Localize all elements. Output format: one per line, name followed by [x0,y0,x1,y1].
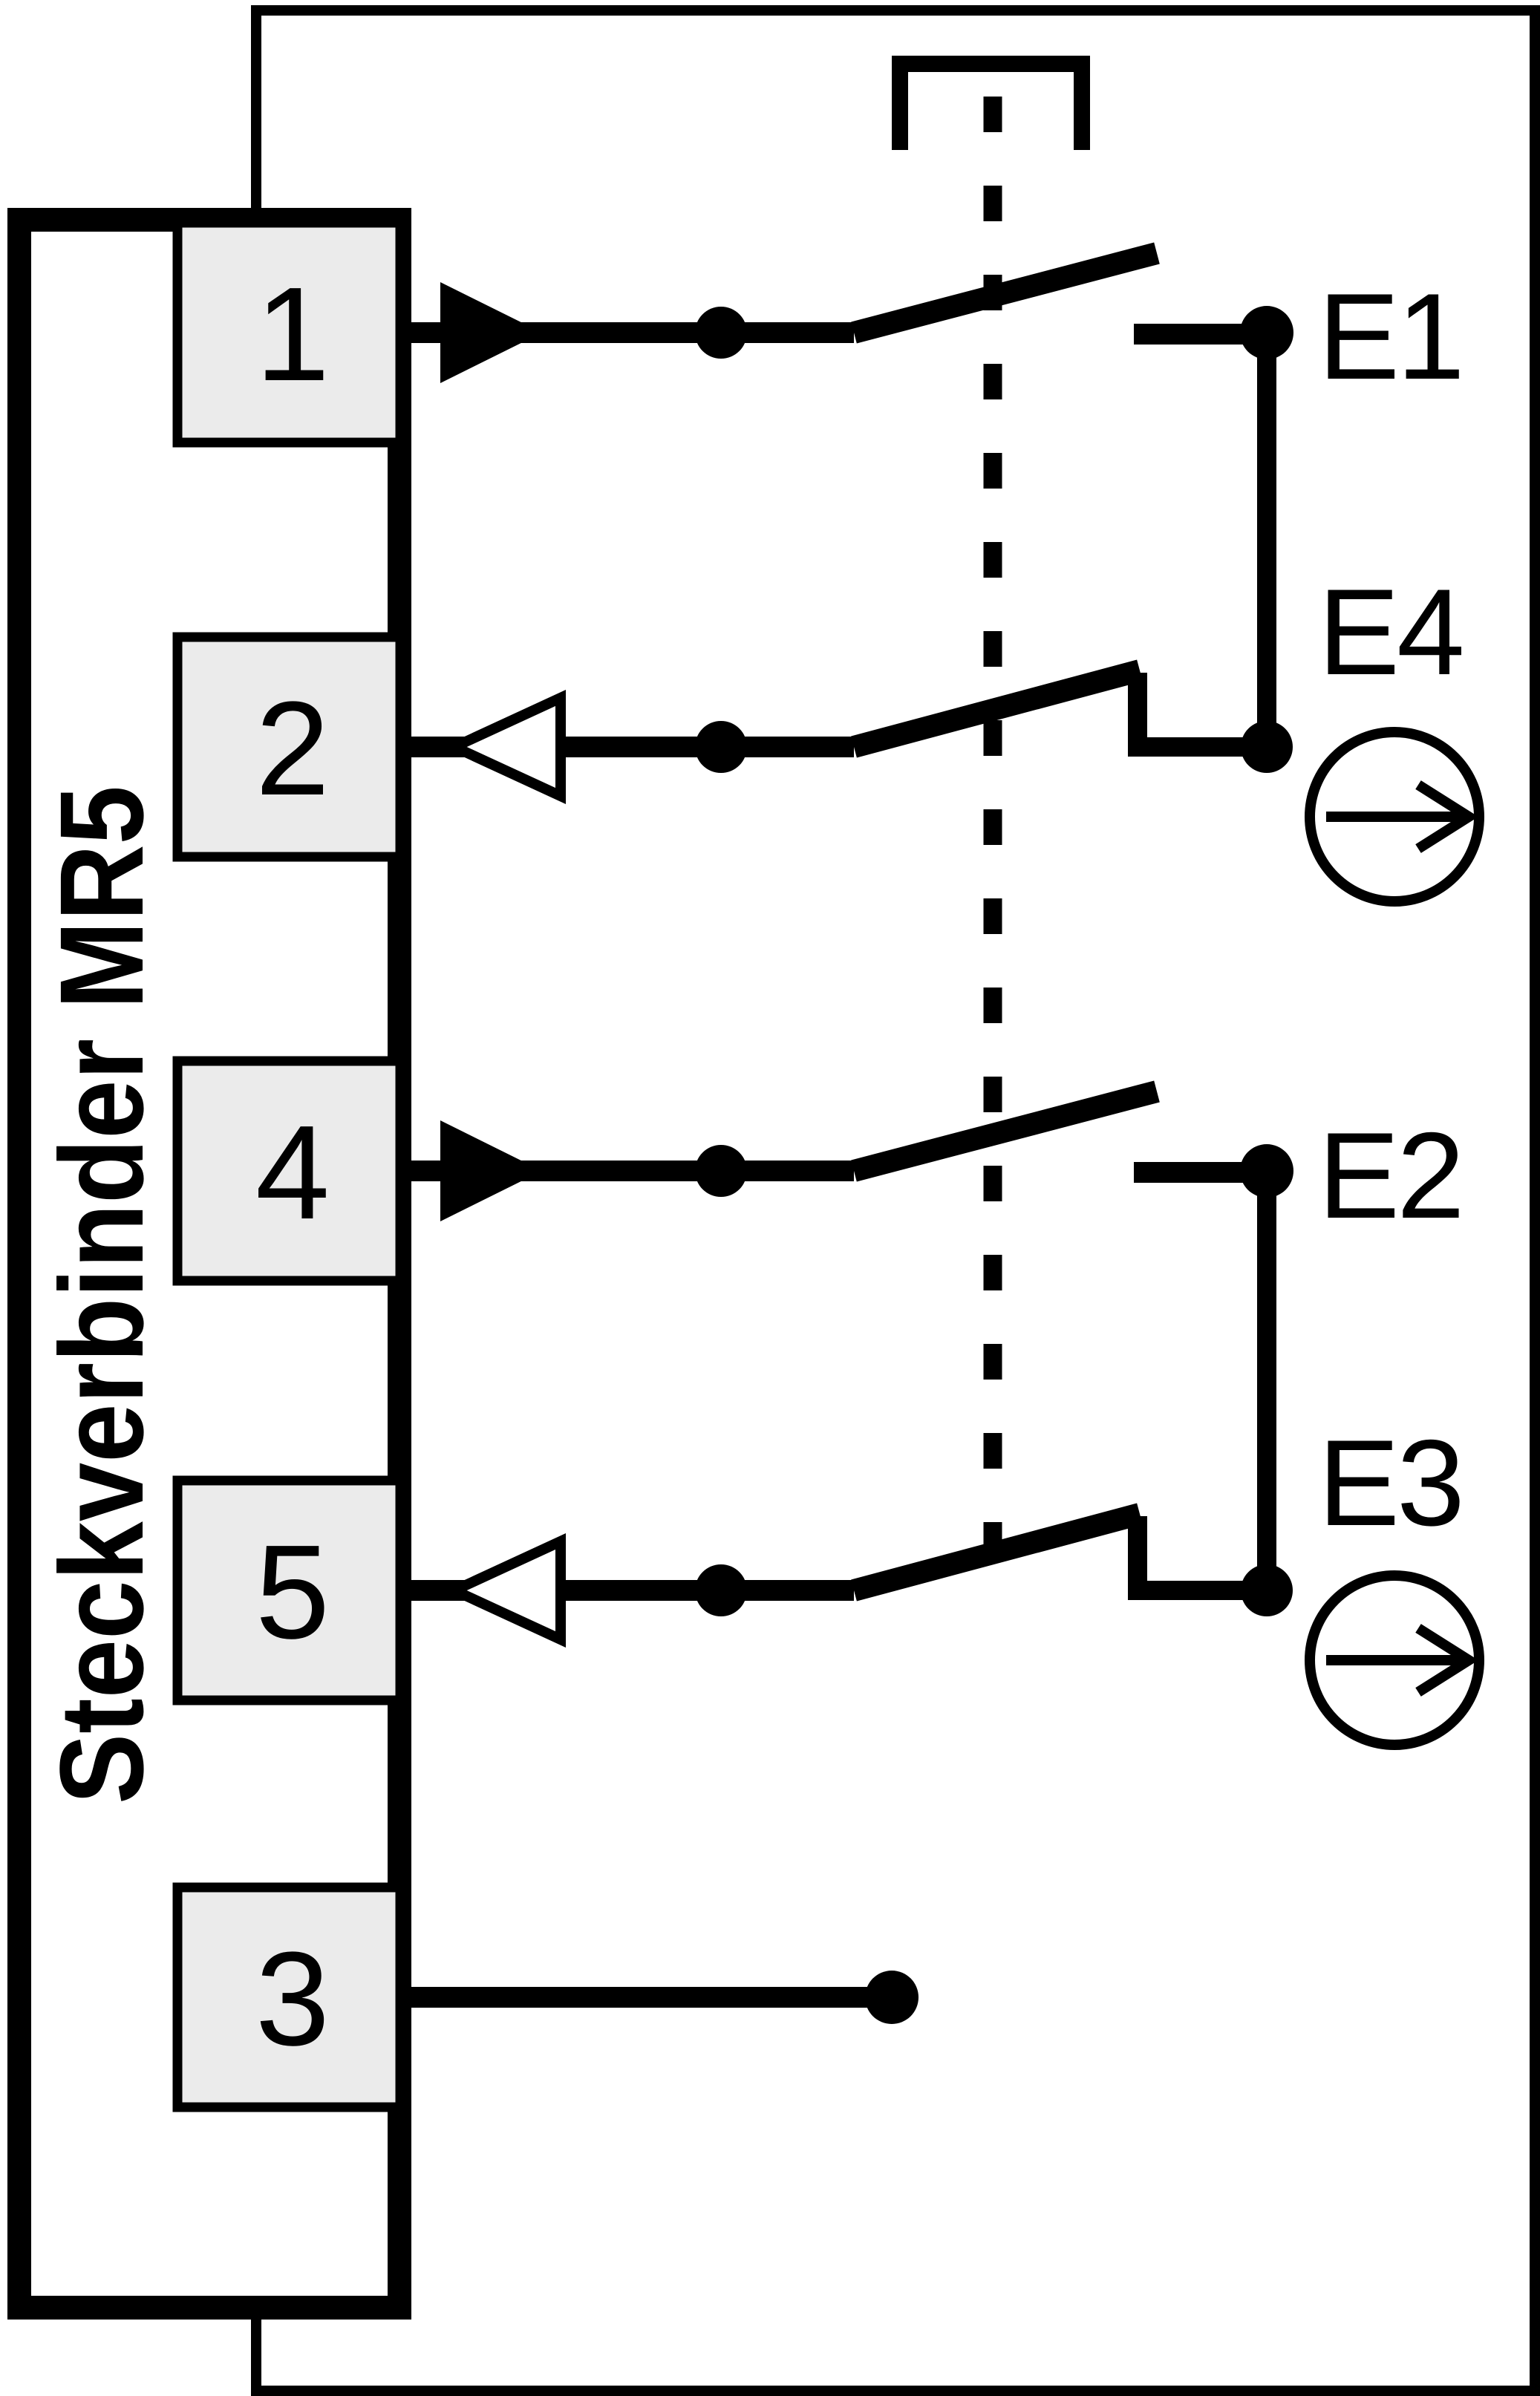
plug-bracket-icon [892,56,1090,150]
signal-label-e3: E3 [1318,1414,1462,1551]
pin-number-4: 4 [255,1098,330,1247]
e4-junction-dot [1241,721,1293,773]
switch-contact-blade-e4 [851,659,1143,758]
pin-number-3: 3 [255,1925,330,2074]
pin-number-1: 1 [255,260,330,409]
pin-number-2: 2 [255,674,330,823]
e4-contact-hook [1128,673,1247,757]
pin-number-5: 5 [255,1518,330,1667]
junction-dot [695,721,747,773]
pin-box-3 [172,1882,405,2112]
switch-contact-blade-e3 [851,1503,1143,1602]
e3-contact-hook [1128,1516,1247,1600]
pin-box-1 [172,218,405,448]
junction-dot [695,1564,747,1616]
e3-junction-dot [1241,1564,1293,1616]
junction-dot [695,1145,747,1197]
input-arrow-icon [440,1120,542,1221]
signal-label-e4: E4 [1318,564,1462,700]
pin-box-2 [172,632,405,862]
connector-label: Steckverbinder MR5 [35,786,168,1804]
switch-contact-blade-e2 [851,1080,1160,1182]
pin-box-5 [172,1475,405,1705]
actuator-arrow-icon [1305,1570,1484,1750]
input-arrow-icon [440,282,542,383]
actuator-arrow-icon [1305,727,1484,907]
pin-box-4 [172,1056,405,1286]
output-arrow-icon [442,1533,566,1648]
junction-dot [695,307,747,359]
switch-contact-blade-e1 [851,242,1160,344]
output-arrow-icon [442,690,566,804]
signal-label-e2: E2 [1318,1107,1462,1244]
signal-label-e1: E1 [1318,268,1462,405]
pin3-end-dot [865,1971,919,2024]
